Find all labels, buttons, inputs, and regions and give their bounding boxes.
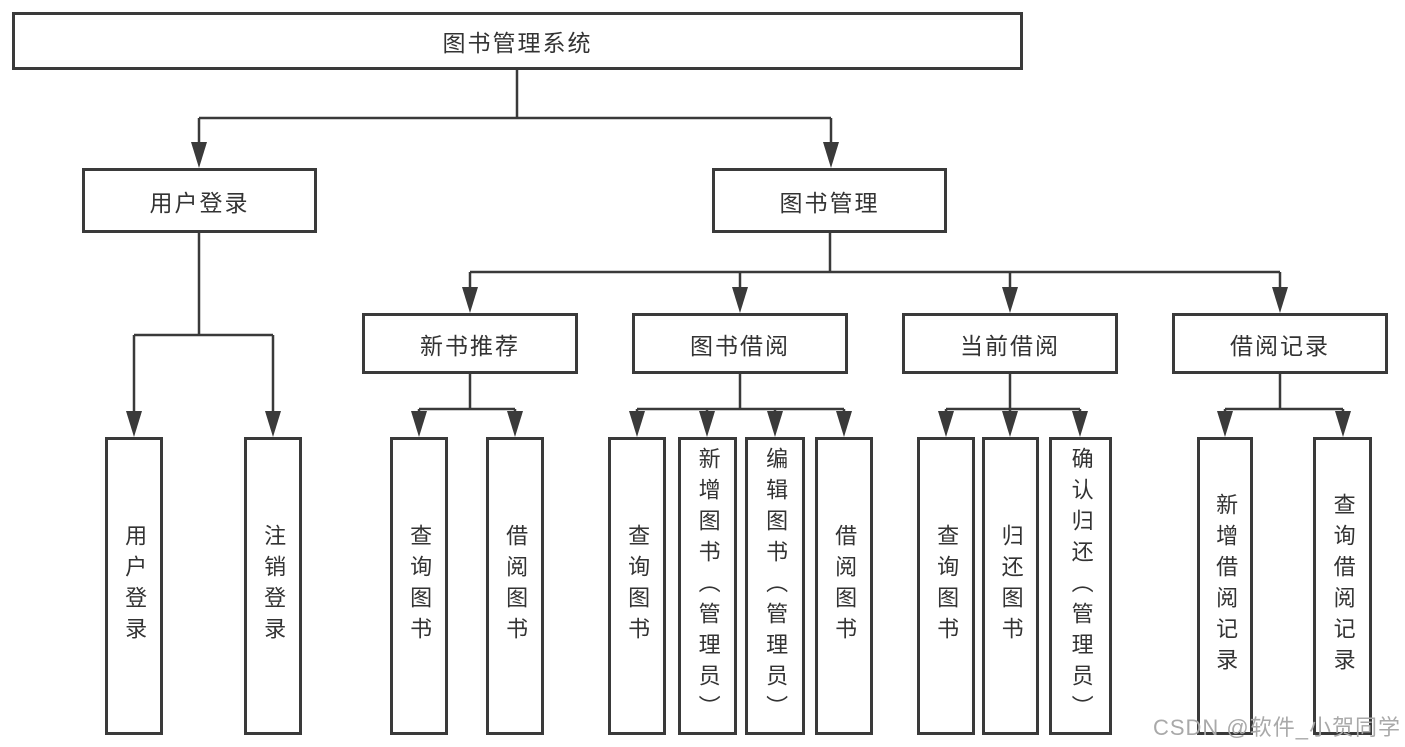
watermark: CSDN @软件_小贺同学 bbox=[1152, 715, 1401, 740]
leaf-add-borrow-record: 新增借阅记录 bbox=[1197, 437, 1253, 735]
node-label: 用户登录 bbox=[149, 189, 250, 216]
leaf-borrow-book-recommend: 借阅图书 bbox=[486, 437, 544, 735]
node-current-borrow: 当前借阅 bbox=[902, 313, 1118, 374]
node-label: 图书管理 bbox=[779, 189, 880, 216]
node-label: 当前借阅 bbox=[960, 332, 1060, 359]
leaf-return-book: 归还图书 bbox=[982, 437, 1039, 735]
node-label: 借阅记录 bbox=[1230, 332, 1330, 359]
node-borrow-records: 借阅记录 bbox=[1172, 313, 1388, 374]
leaf-query-book-borrow: 查询图书 bbox=[608, 437, 666, 735]
node-user-login-branch: 用户登录 bbox=[82, 168, 317, 233]
node-book-borrow: 图书借阅 bbox=[632, 313, 848, 374]
leaf-confirm-return-admin: 确认归还（管理员） bbox=[1049, 437, 1112, 735]
node-label: 图书管理系统 bbox=[442, 30, 593, 56]
leaf-query-book-recommend: 查询图书 bbox=[390, 437, 448, 735]
leaf-logout: 注销登录 bbox=[244, 437, 302, 735]
node-library-management-system: 图书管理系统 bbox=[12, 12, 1023, 70]
leaf-query-book-current: 查询图书 bbox=[917, 437, 975, 735]
leaf-edit-book-admin: 编辑图书（管理员） bbox=[745, 437, 805, 735]
leaf-add-book-admin: 新增图书（管理员） bbox=[678, 437, 737, 735]
node-label: 图书借阅 bbox=[690, 332, 790, 359]
leaf-borrow-book: 借阅图书 bbox=[815, 437, 873, 735]
leaf-query-borrow-record: 查询借阅记录 bbox=[1313, 437, 1372, 735]
leaf-user-login: 用户登录 bbox=[105, 437, 163, 735]
node-label: 新书推荐 bbox=[420, 332, 520, 359]
node-new-book-recommend: 新书推荐 bbox=[362, 313, 578, 374]
node-book-management-branch: 图书管理 bbox=[712, 168, 947, 233]
